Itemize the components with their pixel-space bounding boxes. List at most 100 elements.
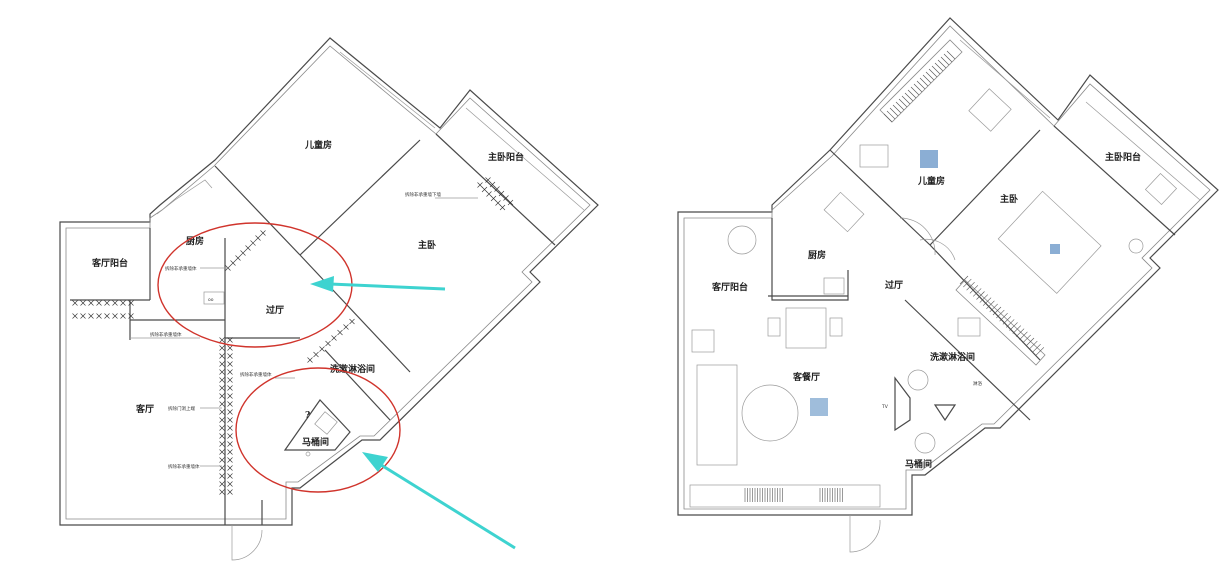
- demolition-x-mark: [490, 195, 497, 202]
- kitchen-sink: [203, 291, 225, 305]
- demolition-x-mark: [227, 377, 233, 383]
- demolition-x-mark: [219, 441, 225, 447]
- toilet-right-2: [914, 432, 936, 454]
- note-4: 拆除非承重墙体: [240, 371, 272, 378]
- hatch-line: [892, 104, 902, 114]
- demolition-x-mark: [227, 465, 233, 471]
- blue-tile-master: [1050, 244, 1060, 254]
- hatch-line: [1002, 316, 1012, 325]
- room-label-children: 儿童房: [304, 139, 332, 151]
- r-room-label-master: 主卧: [1000, 193, 1018, 205]
- demolition-x-mark: [227, 401, 233, 407]
- room-label-master-bedroom: 主卧: [418, 239, 436, 251]
- r-room-label-kitchen: 厨房: [808, 249, 826, 261]
- demolition-x-mark: [227, 417, 233, 423]
- note-3: 拆除非承重墙体: [150, 331, 182, 338]
- hatch-line: [928, 68, 938, 78]
- floor-drain: [305, 451, 311, 457]
- demolition-x-mark: [219, 393, 225, 399]
- room-label-living-balcony: 客厅阳台: [91, 257, 128, 269]
- hatch-line: [895, 101, 905, 111]
- hatch-line: [1005, 319, 1015, 328]
- demolition-x-mark: [80, 313, 86, 319]
- demolition-x-mark: [219, 353, 225, 359]
- demolition-x-mark: [227, 409, 233, 415]
- demolition-x-mark: [489, 181, 496, 188]
- hatch-line: [889, 107, 899, 117]
- r-shower-note: 淋浴: [973, 380, 982, 387]
- demolition-x-mark: [219, 409, 225, 415]
- right-floor-plan: 主卧阳台 儿童房 主卧 厨房 客厅阳台 过厅 洗漱淋浴间 客餐厅 马桶间 淋浴 …: [677, 17, 1219, 553]
- hatch-line: [976, 291, 985, 300]
- hatch-line: [934, 62, 944, 72]
- demolition-marks-horizontal: [72, 300, 134, 319]
- demolition-x-mark: [128, 300, 134, 306]
- wardrobe-children: [879, 39, 963, 123]
- demolition-x-mark: [495, 200, 501, 206]
- demolition-x-mark: [88, 313, 94, 319]
- hatch-line: [1019, 331, 1028, 341]
- dining-table: [785, 307, 827, 349]
- hatch-line: [1022, 334, 1031, 344]
- demolition-x-mark: [307, 357, 313, 363]
- blue-tile-children: [920, 150, 938, 168]
- demolition-x-mark: [227, 473, 233, 479]
- hatch-line: [1035, 347, 1045, 356]
- demolition-x-mark: [219, 489, 225, 495]
- demolition-x-mark: [219, 425, 225, 431]
- demolition-x-mark: [219, 433, 225, 439]
- hatch-line: [1012, 325, 1022, 334]
- note-5: 拆除门洞上端: [168, 405, 195, 412]
- demolition-x-mark: [485, 177, 491, 183]
- demolition-x-mark: [507, 199, 514, 206]
- demolition-x-mark: [227, 489, 233, 495]
- demolition-x-mark: [250, 240, 256, 246]
- note-1: 拆除非承重墙下墙: [405, 191, 441, 198]
- toilet-hatch-area: [283, 399, 351, 451]
- hatch-line: [913, 83, 923, 93]
- dining-chair-right: [829, 317, 843, 337]
- demolition-x-mark: [499, 204, 506, 211]
- hatch-line: [898, 98, 908, 108]
- demolition-x-mark: [120, 313, 126, 319]
- r-room-label-toilet: 马桶间: [905, 458, 932, 470]
- hatch-line: [1032, 343, 1041, 353]
- demolition-x-mark: [219, 377, 225, 383]
- demolition-x-mark: [219, 345, 225, 351]
- hatch-line: [883, 113, 893, 123]
- demolition-x-mark: [481, 186, 488, 193]
- demolition-x-mark: [219, 417, 225, 423]
- arrow-to-toilet: [362, 452, 516, 550]
- demolition-x-mark: [337, 329, 343, 336]
- hatch-line: [946, 50, 956, 60]
- demolition-x-mark: [260, 230, 266, 236]
- demolition-x-mark: [219, 457, 225, 463]
- hatch-line: [959, 275, 969, 285]
- demolition-x-mark: [227, 393, 233, 399]
- demolition-x-mark: [72, 300, 78, 306]
- demolition-x-mark: [120, 300, 126, 306]
- demolition-x-mark: [325, 340, 331, 347]
- r-room-label-living-dining: 客餐厅: [792, 371, 820, 383]
- demolition-x-mark: [96, 300, 102, 306]
- demolition-x-mark: [494, 186, 500, 192]
- demolition-marks-vertical: [219, 337, 233, 495]
- hatch-line: [999, 312, 1008, 322]
- demolition-x-mark: [331, 335, 337, 341]
- demolition-marks-diagonal: [225, 177, 514, 363]
- demolition-x-mark: [219, 449, 225, 455]
- r-room-label-children: 儿童房: [917, 175, 945, 187]
- highlight-circle-toilet: [235, 367, 401, 493]
- demolition-x-mark: [72, 313, 78, 319]
- children-desk: [859, 144, 889, 168]
- hatch-line: [963, 278, 972, 288]
- demolition-x-mark: [112, 300, 118, 306]
- r-tv-label: TV: [881, 404, 889, 410]
- demolition-x-mark: [219, 369, 225, 375]
- hatch-line: [966, 281, 975, 291]
- hatch-line: [1025, 337, 1035, 347]
- demolition-x-mark: [343, 324, 349, 330]
- hatch-line: [937, 59, 947, 69]
- sofa: [696, 364, 738, 466]
- demolition-x-mark: [80, 300, 86, 306]
